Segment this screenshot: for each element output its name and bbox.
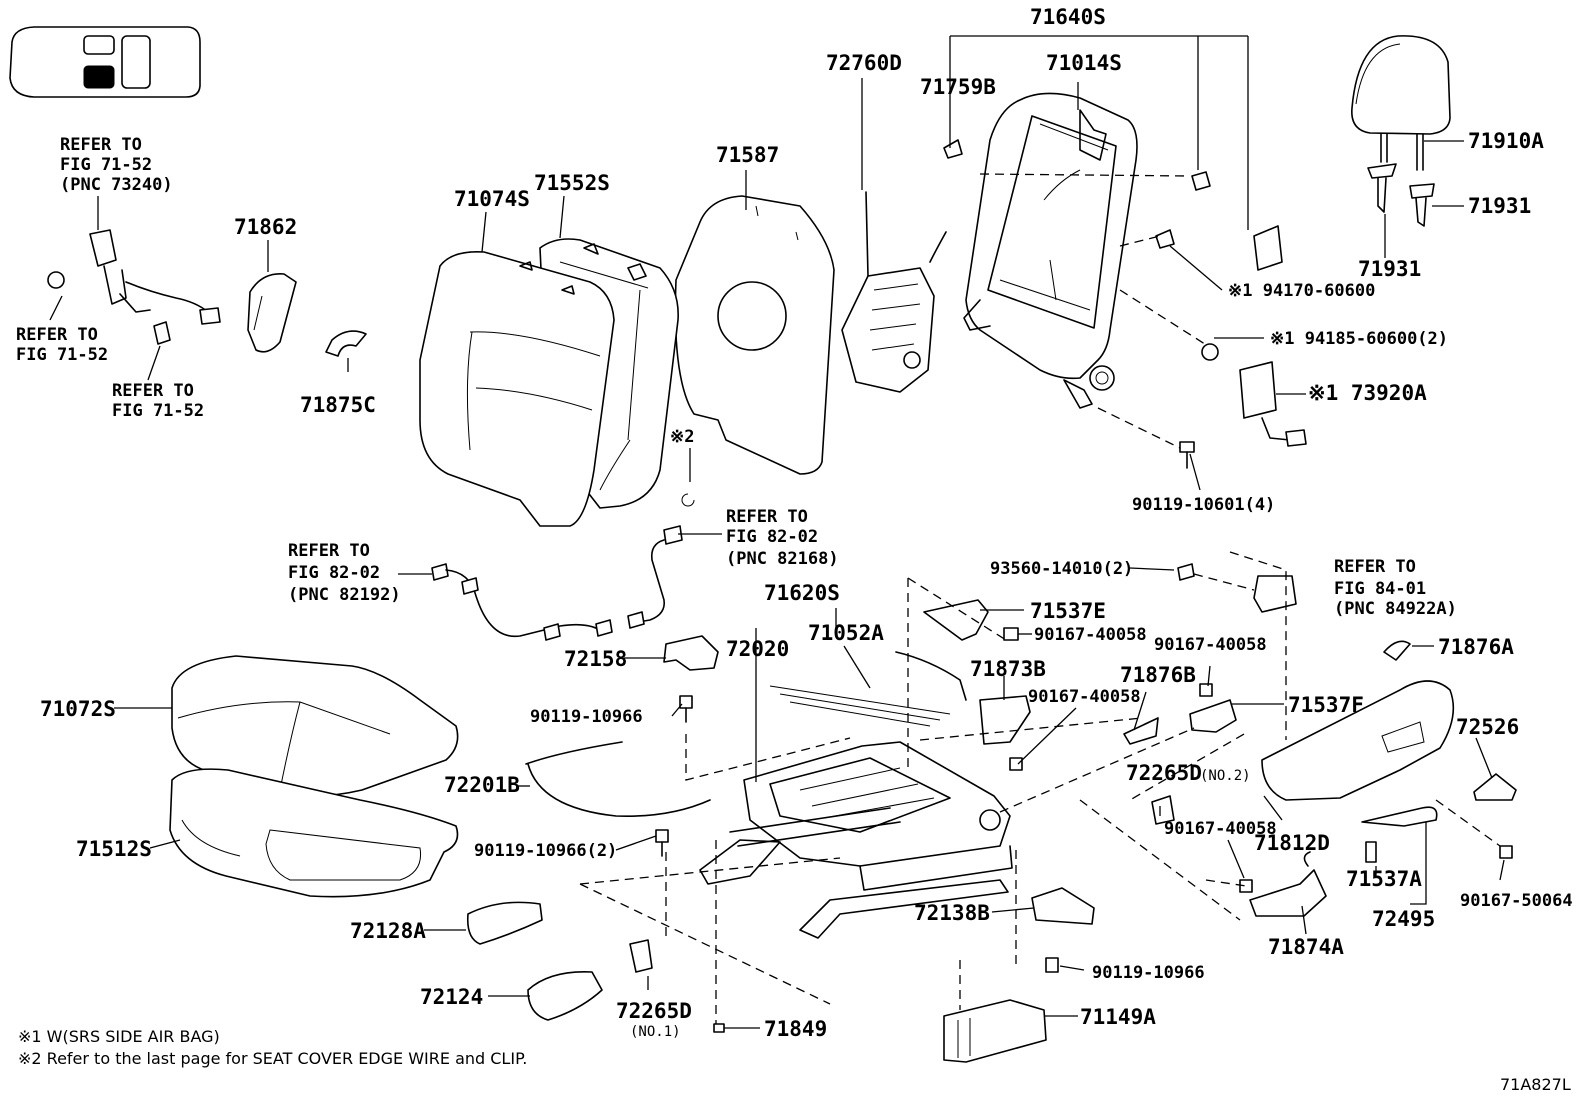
ref-seatbelt-top: REFER TO FIG 71-52 (PNC 73240) <box>60 135 173 195</box>
diagram-id: 71A827L <box>1500 1075 1571 1094</box>
label-71074S: 71074S <box>454 187 530 211</box>
side-shield-illustration <box>1261 640 1517 863</box>
svg-text:REFER TO: REFER TO <box>16 325 98 345</box>
svg-text:FIG 82-02: FIG 82-02 <box>288 563 380 583</box>
svg-text:REFER TO: REFER TO <box>1334 557 1416 577</box>
label-71862: 71862 <box>234 215 297 239</box>
label-72760D: 72760D <box>826 51 902 75</box>
side-airbag-illustration <box>1239 361 1307 447</box>
ref-seatbelt-left: REFER TO FIG 71-52 <box>16 325 108 365</box>
label-71931-bottom: 71931 <box>1358 257 1421 281</box>
label-note2-mark: ※2 <box>670 427 694 447</box>
label-72495: 72495 <box>1372 907 1435 931</box>
footnote-1: ※1 W(SRS SIDE AIR BAG) <box>18 1027 220 1046</box>
svg-text:REFER TO: REFER TO <box>60 135 142 155</box>
label-73920A: ※1 73920A <box>1308 381 1427 405</box>
label-71910A: 71910A <box>1468 129 1544 153</box>
label-72265D-no2-sub: (NO.2) <box>1200 768 1251 784</box>
assembly-dashed-lines <box>579 173 1501 1024</box>
label-71537F: 71537F <box>1288 693 1364 717</box>
label-71873B: 71873B <box>970 657 1046 681</box>
label-90167-40058-a: 90167-40058 <box>1034 625 1147 645</box>
svg-text:(PNC 82192): (PNC 82192) <box>288 585 401 605</box>
back-cover-front-illustration <box>419 250 615 527</box>
seat-cushion-frame-illustration <box>743 651 1013 891</box>
label-71875C: 71875C <box>300 393 376 417</box>
label-94185-60600: ※1 94185-60600(2) <box>1270 329 1448 349</box>
bracket-icons-lower <box>466 635 725 1033</box>
label-71931-right: 71931 <box>1468 194 1531 218</box>
label-71512S: 71512S <box>76 837 152 861</box>
label-90167-40058-d: 90167-40058 <box>1164 819 1277 839</box>
label-72128A: 72128A <box>350 919 426 943</box>
label-72020: 72020 <box>726 637 789 661</box>
svg-text:(PNC 82168): (PNC 82168) <box>726 549 839 569</box>
label-71537A: 71537A <box>1346 867 1422 891</box>
svg-text:FIG 71-52: FIG 71-52 <box>112 401 204 421</box>
label-71812D: 71812D <box>1254 831 1330 855</box>
label-72158: 72158 <box>564 647 627 671</box>
svg-text:FIG 71-52: FIG 71-52 <box>16 345 108 365</box>
svg-text:FIG 82-02: FIG 82-02 <box>726 527 818 547</box>
fastener-icons-upper <box>681 229 1219 507</box>
svg-text:REFER TO: REFER TO <box>112 381 194 401</box>
label-71537E: 71537E <box>1030 599 1106 623</box>
label-72138B: 72138B <box>914 901 990 925</box>
footnote-2: ※2 Refer to the last page for SEAT COVER… <box>18 1049 527 1068</box>
edge-wire-illustration <box>525 741 711 817</box>
label-71759B: 71759B <box>920 75 996 99</box>
label-72265D-no2: 72265D <box>1126 761 1202 785</box>
label-90167-40058-b: 90167-40058 <box>1028 687 1141 707</box>
wire-harness-illustration <box>431 525 683 641</box>
recliner-illustration <box>841 191 947 393</box>
label-90119-10966-upper: 90119-10966 <box>530 707 643 727</box>
label-71014S: 71014S <box>1046 51 1122 75</box>
ref-harness-left: REFER TO FIG 82-02 (PNC 82192) <box>288 541 401 605</box>
svg-text:REFER TO: REFER TO <box>726 507 808 527</box>
label-71876A: 71876A <box>1438 635 1514 659</box>
trim-cover-illustration <box>247 273 367 357</box>
svg-text:REFER TO: REFER TO <box>288 541 370 561</box>
label-71552S: 71552S <box>534 171 610 195</box>
label-90167-40058-c: 90167-40058 <box>1154 635 1267 655</box>
label-72265D-no1: 72265D <box>616 999 692 1023</box>
leader-lines <box>49 35 1505 1029</box>
label-71849: 71849 <box>764 1017 827 1041</box>
label-71640S: 71640S <box>1030 5 1106 29</box>
vehicle-locator-icon <box>9 26 201 98</box>
bracket-icons-right <box>923 563 1327 1063</box>
seat-rail-illustration <box>699 807 1009 939</box>
ref-harness-right: REFER TO FIG 82-02 (PNC 82168) <box>726 507 839 569</box>
label-93560-14010: 93560-14010(2) <box>990 559 1133 579</box>
svg-text:(PNC 84922A): (PNC 84922A) <box>1334 599 1457 619</box>
label-71587: 71587 <box>716 143 779 167</box>
svg-text:FIG 71-52: FIG 71-52 <box>60 155 152 175</box>
seatbelt-buckle-illustration <box>47 229 221 345</box>
label-71876B: 71876B <box>1120 663 1196 687</box>
label-72124: 72124 <box>420 985 483 1009</box>
label-90119-10966-2: 90119-10966(2) <box>474 841 617 861</box>
label-72201B: 72201B <box>444 773 520 797</box>
label-90119-10966-lower: 90119-10966 <box>1092 963 1205 983</box>
seat-cushion-pad-illustration <box>169 768 459 898</box>
label-71149A: 71149A <box>1080 1005 1156 1029</box>
ref-seatbelt-bottom: REFER TO FIG 71-52 <box>112 381 204 421</box>
label-71072S: 71072S <box>40 697 116 721</box>
label-72265D-no1-sub: (NO.1) <box>630 1024 681 1040</box>
label-71620S: 71620S <box>764 581 840 605</box>
svg-text:FIG 84-01: FIG 84-01 <box>1334 579 1426 599</box>
back-pad-illustration <box>674 195 835 475</box>
label-90119-10601: 90119-10601(4) <box>1132 495 1275 515</box>
label-90167-50064: 90167-50064 <box>1460 891 1573 911</box>
label-72526: 72526 <box>1456 715 1519 739</box>
label-71874A: 71874A <box>1268 935 1344 959</box>
headrest-support-icon <box>1367 163 1435 227</box>
ref-switch: REFER TO FIG 84-01 (PNC 84922A) <box>1334 557 1457 619</box>
svg-text:(PNC 73240): (PNC 73240) <box>60 175 173 195</box>
label-71052A: 71052A <box>808 621 884 645</box>
headrest-illustration <box>1351 35 1451 171</box>
seatback-frame-illustration <box>943 92 1283 409</box>
label-94170-60600: ※1 94170-60600 <box>1228 281 1375 301</box>
